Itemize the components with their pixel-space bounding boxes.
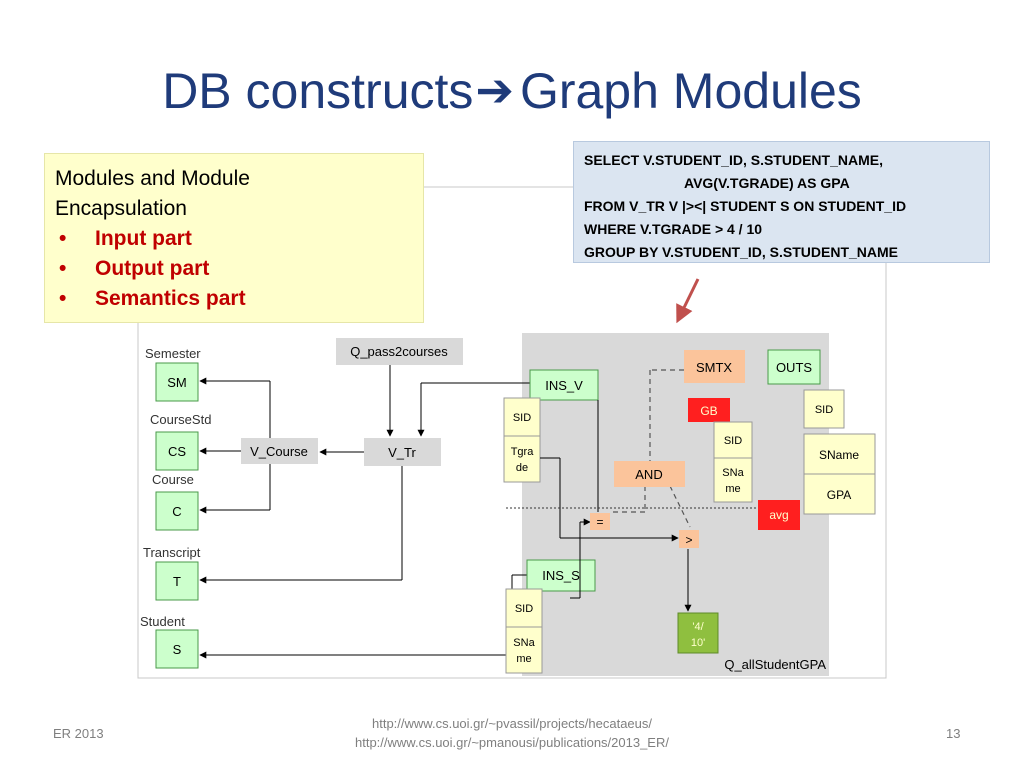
svg-text:=: = xyxy=(596,515,603,529)
module-name: Q_allStudentGPA xyxy=(724,657,826,672)
arrow-right-icon: ➔ xyxy=(475,64,514,116)
module-notes: Modules and Module Encapsulation •Input … xyxy=(44,153,424,323)
svg-text:SNa: SNa xyxy=(513,637,535,649)
svg-text:>: > xyxy=(685,533,692,547)
footer-url-2[interactable]: http://www.cs.uoi.gr/~pmanousi/publicati… xyxy=(355,735,669,750)
svg-text:me: me xyxy=(725,483,740,495)
title-right: Graph Modules xyxy=(519,63,862,119)
node-sm: SM xyxy=(155,362,199,402)
bullet-output-part: •Output part xyxy=(55,254,413,284)
svg-text:SMTX: SMTX xyxy=(696,360,732,375)
svg-text:V_Tr: V_Tr xyxy=(388,445,416,460)
sql-line-3: FROM V_TR V |><| STUDENT S ON STUDENT_ID xyxy=(584,198,907,214)
node-smtx: SMTX xyxy=(684,350,745,383)
gb-attr-sname: SNa me xyxy=(713,457,753,503)
gb-attr-sid: SID xyxy=(713,421,753,459)
node-v-tr: V_Tr xyxy=(364,438,441,466)
callout-arrow xyxy=(676,278,700,324)
note-line-2: Encapsulation xyxy=(55,197,187,220)
node-t: T xyxy=(155,561,199,601)
node-avg: avg xyxy=(758,500,800,530)
svg-text:CS: CS xyxy=(168,444,186,459)
node-s: S xyxy=(155,629,199,669)
table-label-student: Student xyxy=(140,614,185,629)
ins-v-attr-tgrade: Tgra de xyxy=(503,435,541,483)
node-q-pass2courses: Q_pass2courses xyxy=(336,338,463,365)
bullet-dot-icon: • xyxy=(59,227,67,250)
ins-s-attr-sid: SID xyxy=(505,588,543,628)
svg-text:INS_S: INS_S xyxy=(542,568,580,583)
node-cs: CS xyxy=(155,431,199,471)
page-number: 13 xyxy=(946,726,961,741)
svg-text:Tgra: Tgra xyxy=(511,446,535,458)
svg-text:me: me xyxy=(516,653,531,665)
svg-text:SID: SID xyxy=(815,404,833,416)
node-ins-s: INS_S xyxy=(526,559,596,592)
svg-text:SID: SID xyxy=(513,412,531,424)
node-eq: = xyxy=(590,513,610,530)
table-label-course: Course xyxy=(152,472,194,487)
svg-text:T: T xyxy=(173,574,181,589)
svg-text:AND: AND xyxy=(635,467,662,482)
svg-text:SID: SID xyxy=(515,603,533,615)
dashed-edges xyxy=(610,369,691,528)
sql-line-1: SELECT V.STUDENT_ID, S.STUDENT_NAME, xyxy=(584,152,883,168)
bullet-input-part: •Input part xyxy=(55,224,413,254)
svg-text:OUTS: OUTS xyxy=(776,360,812,375)
ins-s-attr-sname: SNa me xyxy=(505,626,543,674)
svg-text:C: C xyxy=(172,504,181,519)
svg-text:'4/: '4/ xyxy=(692,621,704,633)
node-gb: GB xyxy=(688,398,730,422)
node-outs: OUTS xyxy=(767,349,821,385)
svg-text:avg: avg xyxy=(769,508,788,522)
svg-text:S: S xyxy=(173,642,182,657)
bullet-semantics-part: •Semantics part xyxy=(55,284,413,314)
svg-text:10': 10' xyxy=(691,637,705,649)
node-ins-v: INS_V xyxy=(529,369,599,401)
sql-line-4: WHERE V.TGRADE > 4 / 10 xyxy=(584,221,763,237)
svg-text:SNa: SNa xyxy=(722,467,744,479)
note-line-1: Modules and Module xyxy=(55,167,250,190)
table-label-semester: Semester xyxy=(145,346,201,361)
svg-text:SM: SM xyxy=(167,375,187,390)
table-label-coursestd: CourseStd xyxy=(150,412,211,427)
svg-text:GB: GB xyxy=(700,404,717,418)
svg-text:SName: SName xyxy=(819,448,859,462)
bullet-dot-icon: • xyxy=(59,257,67,280)
sql-query-box: SELECT V.STUDENT_ID, S.STUDENT_NAME, AVG… xyxy=(573,141,990,263)
outs-attr-sid: SID xyxy=(803,389,845,429)
ins-v-attr-sid: SID xyxy=(503,397,541,437)
outs-attr-sname: SName xyxy=(803,433,876,475)
svg-text:INS_V: INS_V xyxy=(545,378,583,393)
svg-text:Q_pass2courses: Q_pass2courses xyxy=(350,344,448,359)
svg-text:de: de xyxy=(516,462,528,474)
sql-line-2: AVG(V.TGRADE) AS GPA xyxy=(684,175,850,191)
footer-urls: http://www.cs.uoi.gr/~pvassil/projects/h… xyxy=(250,714,774,752)
title-left: DB constructs xyxy=(162,63,474,119)
bullet-dot-icon: • xyxy=(59,287,67,310)
svg-text:V_Course: V_Course xyxy=(250,444,308,459)
node-and: AND xyxy=(614,461,685,487)
outs-attr-gpa: GPA xyxy=(803,473,876,515)
sql-line-5: GROUP BY V.STUDENT_ID, S.STUDENT_NAME xyxy=(584,244,899,260)
node-c: C xyxy=(155,491,199,531)
footer-left: ER 2013 xyxy=(53,726,104,741)
note-bullets: •Input part •Output part •Semantics part xyxy=(55,224,413,314)
node-v-course: V_Course xyxy=(241,438,318,464)
table-label-transcript: Transcript xyxy=(143,545,201,560)
slide-title: DB constructs➔Graph Modules xyxy=(0,62,1024,120)
svg-text:GPA: GPA xyxy=(827,488,851,502)
footer-url-1[interactable]: http://www.cs.uoi.gr/~pvassil/projects/h… xyxy=(372,716,652,731)
svg-text:SID: SID xyxy=(724,435,742,447)
node-constant: '4/10' xyxy=(677,612,719,654)
node-gt: > xyxy=(679,530,699,548)
